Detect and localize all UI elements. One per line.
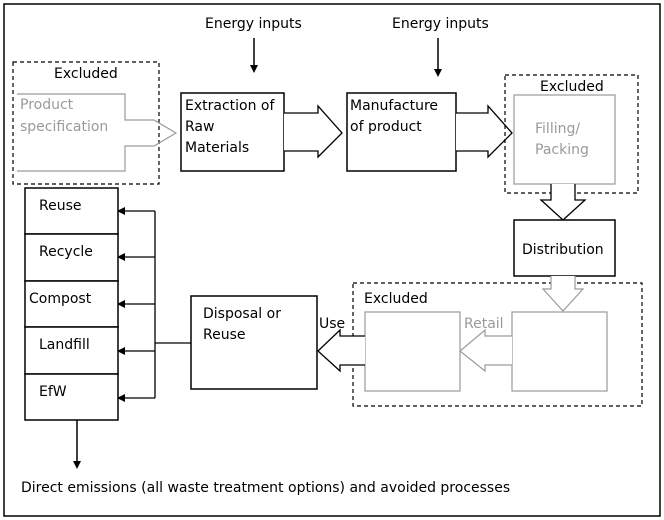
compost-text: Compost: [29, 291, 92, 307]
use-box: [364, 311, 461, 392]
arrow-use-to-disposal: [317, 328, 365, 373]
filling-text-1: Filling/: [535, 121, 580, 137]
use-text: Use: [319, 316, 345, 332]
recycle-box: [24, 233, 119, 282]
excluded-region-3: [352, 282, 643, 407]
landfill-box: [24, 326, 119, 375]
product-spec-text-2: specification: [20, 119, 108, 135]
arrow-distribution-to-retail: [541, 276, 585, 312]
product-spec-text-1: Product: [20, 97, 74, 113]
footer-text: Direct emissions (all waste treatment op…: [21, 480, 510, 496]
filling-packing-box: [513, 94, 616, 185]
reuse-box: [24, 187, 119, 235]
recycle-text: Recycle: [39, 244, 93, 260]
landfill-text: Landfill: [39, 337, 90, 353]
energy-inputs-label-1: Energy inputs: [205, 16, 302, 32]
excluded-label-3: Excluded: [364, 291, 428, 307]
disposal-text-1: Disposal or: [203, 306, 281, 322]
extraction-text-1: Extraction of: [185, 98, 275, 114]
extraction-box: [180, 92, 285, 172]
efw-box: [24, 373, 119, 421]
arrow-retail-to-use: [459, 328, 512, 373]
reuse-text: Reuse: [39, 198, 82, 214]
manufacture-text-1: Manufacture: [350, 98, 438, 114]
filling-text-2: Packing: [535, 142, 589, 158]
excluded-label-1: Excluded: [54, 66, 118, 82]
retail-box: [511, 311, 608, 392]
distribution-text: Distribution: [522, 242, 604, 258]
disposal-text-2: Reuse: [203, 327, 246, 343]
retail-text: Retail: [464, 316, 504, 332]
manufacture-box: [346, 92, 457, 172]
compost-box: [24, 280, 119, 328]
manufacture-text-2: of product: [350, 119, 422, 135]
arrow-extraction-to-manufacture: [284, 104, 343, 159]
extraction-text-3: Materials: [185, 140, 249, 156]
efw-text: EfW: [39, 384, 67, 400]
excluded-label-2: Excluded: [540, 79, 604, 95]
energy-inputs-label-2: Energy inputs: [392, 16, 489, 32]
product-specification-shape: [17, 93, 178, 172]
extraction-text-2: Raw: [185, 119, 214, 135]
arrow-filling-to-distribution: [539, 184, 587, 221]
outer-frame: [3, 3, 661, 517]
arrow-manufacture-to-filling: [456, 104, 513, 159]
distribution-box: [513, 219, 616, 277]
